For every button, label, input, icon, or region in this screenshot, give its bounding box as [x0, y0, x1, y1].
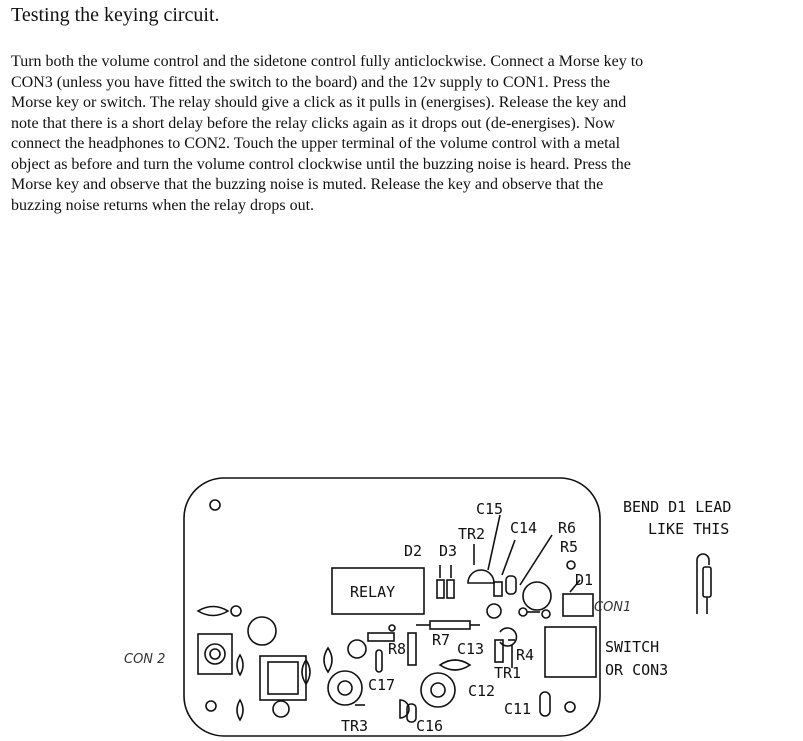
label-con2: CON 2	[124, 652, 165, 667]
label-c16: C16	[416, 717, 443, 735]
label-bend-line1: BEND D1 LEAD	[623, 498, 731, 516]
paragraph-line: CON3 (unless you have fitted the switch …	[11, 73, 611, 91]
label-relay: RELAY	[350, 583, 395, 601]
page-title: Testing the keying circuit.	[11, 4, 220, 26]
label-r5: R5	[560, 538, 578, 556]
transistor-tr3	[399, 699, 410, 719]
label-c14: C14	[510, 519, 537, 537]
resistor-r7	[429, 620, 471, 630]
paragraph-line: note that there is a short delay before …	[11, 114, 615, 132]
volume-control	[420, 672, 456, 708]
label-d2: D2	[404, 542, 422, 560]
diode-d2	[436, 579, 445, 599]
capacitor-c16	[406, 703, 417, 723]
label-tr3: TR3	[341, 717, 368, 735]
resistor-r8	[367, 632, 395, 642]
label-bend-line2: LIKE THIS	[648, 520, 729, 538]
connector-con1	[562, 593, 594, 617]
relay-body	[331, 567, 425, 615]
pcb-outline	[183, 477, 601, 737]
pad	[486, 603, 502, 619]
paragraph-line: connect the headphones to CON2. Touch th…	[11, 135, 621, 152]
paragraph-line: buzzing noise returns when the relay dro…	[11, 196, 315, 214]
label-d3: D3	[439, 542, 457, 560]
paragraph-line: Turn both the volume control and the sid…	[11, 53, 644, 70]
paragraph-line: object as before and turn the volume con…	[11, 155, 631, 173]
label-c12: C12	[468, 682, 495, 700]
instructions-paragraph: Turn both the volume control and the sid…	[11, 52, 796, 216]
capacitor-c11	[539, 691, 551, 717]
capacitor-c13	[438, 659, 472, 671]
label-c17: C17	[368, 676, 395, 694]
capacitor	[247, 616, 277, 646]
d1-bent-lead	[696, 553, 710, 614]
sidetone-control	[327, 670, 363, 706]
label-tr1: TR1	[494, 664, 521, 682]
label-switch-line1: SWITCH	[605, 638, 659, 656]
switch-con3	[544, 626, 597, 678]
label-r4: R4	[516, 646, 534, 664]
ic-chip	[259, 655, 307, 701]
label-d1: D1	[575, 571, 593, 589]
resistor-r8-body	[407, 632, 417, 666]
label-r6: R6	[558, 519, 576, 537]
capacitor-c14	[505, 575, 517, 595]
label-switch-line2: OR CON3	[605, 661, 668, 679]
diode-d3	[446, 579, 455, 599]
capacitor-c15	[522, 581, 552, 611]
mounting-hole	[205, 700, 217, 712]
transistor-tr1	[499, 627, 518, 647]
mounting-hole	[209, 499, 221, 511]
transistor-tr2	[467, 569, 495, 584]
mounting-hole	[564, 701, 576, 713]
paragraph-line: Morse key and observe that the buzzing n…	[11, 176, 604, 193]
connector-con2	[197, 633, 233, 675]
paragraph-line: Morse key or switch. The relay should gi…	[11, 94, 627, 111]
label-c13: C13	[457, 640, 484, 658]
label-tr2: TR2	[458, 525, 485, 543]
label-con1: CON1	[594, 600, 631, 615]
label-r7: R7	[432, 631, 450, 649]
label-r8: R8	[388, 640, 406, 658]
label-c11: C11	[504, 700, 531, 718]
pad	[566, 560, 576, 570]
resistor-r6	[493, 581, 503, 597]
label-c15: C15	[476, 500, 503, 518]
